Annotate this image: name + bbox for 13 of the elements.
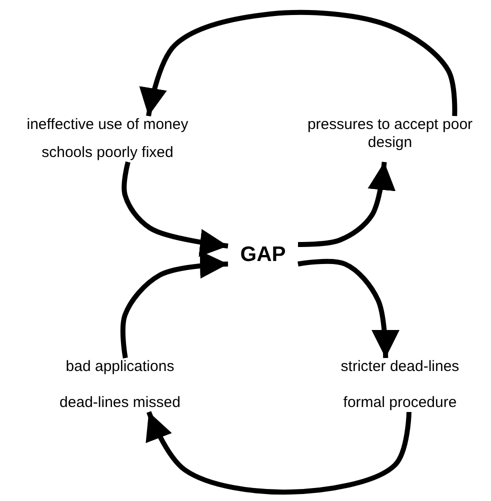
node-text: GAP — [240, 246, 286, 264]
arrow — [146, 411, 412, 495]
node-text: bad applications — [66, 358, 174, 376]
arrow — [139, 10, 458, 116]
arrow — [122, 161, 228, 257]
node-text: schools poorly fixed — [42, 144, 174, 162]
node-text: dead-lines missed — [60, 394, 180, 412]
arrow — [298, 258, 400, 358]
node-text: ineffective use of money — [26, 116, 188, 134]
node-text: formal procedure — [343, 394, 457, 412]
node-text: stricter dead-lines — [340, 358, 460, 376]
node-text: pressures to accept poor design — [306, 116, 474, 152]
arrow — [298, 162, 396, 248]
